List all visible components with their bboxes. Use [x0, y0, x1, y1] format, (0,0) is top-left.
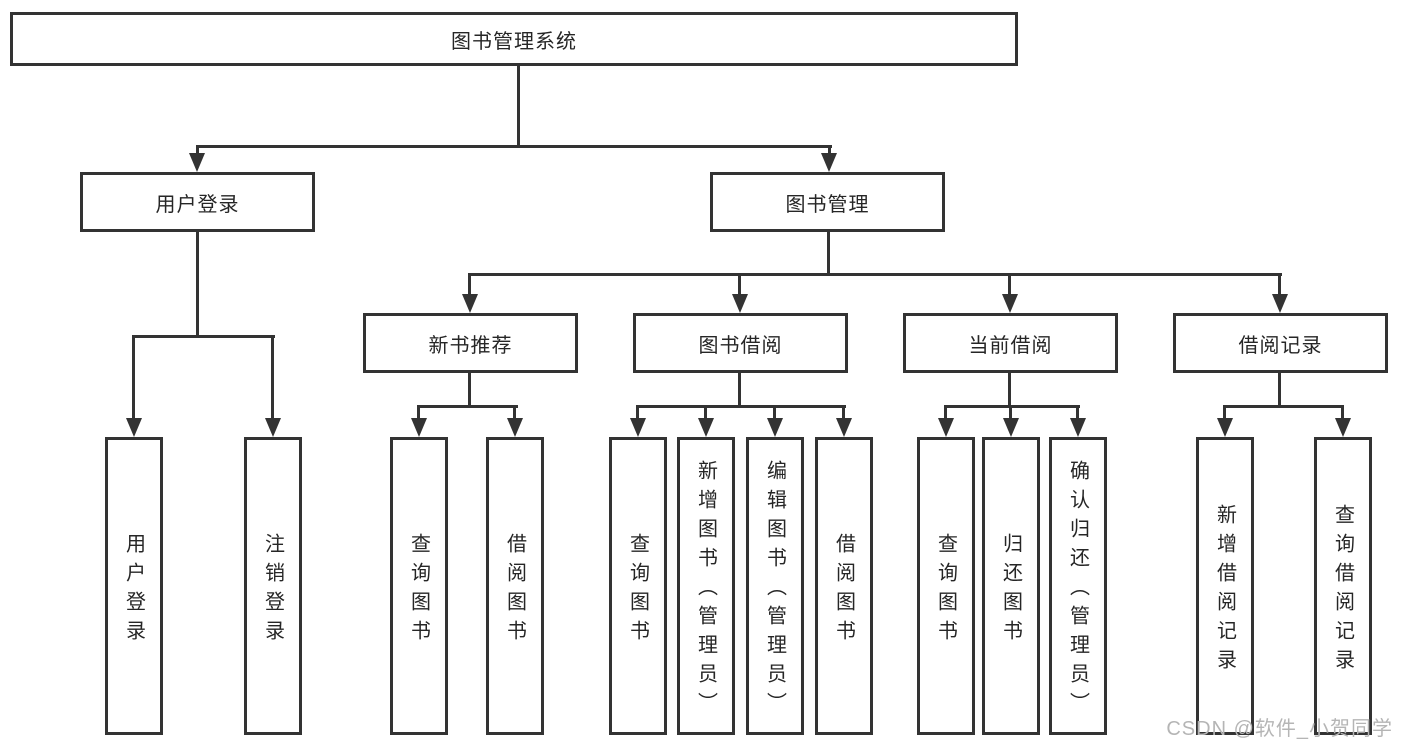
leaf-add-books-admin-label: 新增图书（管理员） — [694, 460, 717, 721]
connector-line — [513, 405, 516, 420]
arrowhead-down-icon — [1335, 418, 1351, 437]
arrowhead-down-icon — [265, 418, 281, 437]
connector-line — [1278, 273, 1281, 297]
node-new-book-recommendation: 新书推荐 — [363, 313, 578, 373]
leaf-add-borrow-record-label: 新增借阅记录 — [1213, 503, 1236, 678]
node-current-borrowing: 当前借阅 — [903, 313, 1118, 373]
connector-line — [1223, 405, 1226, 420]
leaf-query-books-current-label: 查询图书 — [934, 532, 957, 649]
connector-line — [271, 335, 274, 421]
connector-line — [132, 335, 135, 421]
arrowhead-down-icon — [411, 418, 427, 437]
leaf-borrow-books-recommend: 借阅图书 — [486, 437, 544, 735]
arrowhead-down-icon — [1272, 294, 1288, 313]
leaf-confirm-return-admin: 确认归还（管理员） — [1049, 437, 1107, 735]
arrowhead-down-icon — [1070, 418, 1086, 437]
node-user-login: 用户登录 — [80, 172, 315, 232]
leaf-logout-label: 注销登录 — [261, 532, 284, 649]
arrowhead-down-icon — [938, 418, 954, 437]
connector-line — [517, 66, 520, 146]
connector-line — [1008, 273, 1011, 297]
connector-line — [1223, 405, 1344, 408]
connector-line — [132, 335, 275, 338]
connector-line — [1009, 405, 1012, 420]
leaf-logout: 注销登录 — [244, 437, 302, 735]
leaf-add-books-admin: 新增图书（管理员） — [677, 437, 735, 735]
node-book-borrowing: 图书借阅 — [633, 313, 848, 373]
connector-line — [417, 405, 518, 408]
connector-line — [1008, 371, 1011, 407]
leaf-user-login: 用户登录 — [105, 437, 163, 735]
connector-line — [704, 405, 707, 420]
connector-line — [842, 405, 845, 420]
arrowhead-down-icon — [1003, 418, 1019, 437]
leaf-query-books-borrowing-label: 查询图书 — [626, 532, 649, 649]
arrowhead-down-icon — [189, 153, 205, 172]
leaf-query-borrow-record: 查询借阅记录 — [1314, 437, 1372, 735]
connector-line — [1341, 405, 1344, 420]
leaf-query-books-recommend-label: 查询图书 — [407, 532, 430, 649]
connector-line — [636, 405, 639, 420]
connector-line — [468, 273, 471, 297]
arrowhead-down-icon — [630, 418, 646, 437]
connector-line — [738, 371, 741, 407]
connector-line — [828, 145, 831, 157]
leaf-borrow-books-recommend-label: 借阅图书 — [503, 532, 526, 649]
connector-line — [196, 145, 832, 148]
connector-line — [417, 405, 420, 420]
watermark: CSDN @软件_小贺同学 — [1166, 718, 1393, 740]
leaf-edit-books-admin: 编辑图书（管理员） — [746, 437, 804, 735]
connector-line — [827, 230, 830, 275]
arrowhead-down-icon — [821, 153, 837, 172]
connector-line — [738, 273, 741, 297]
arrowhead-down-icon — [698, 418, 714, 437]
connector-line — [196, 230, 199, 337]
leaf-edit-books-admin-label: 编辑图书（管理员） — [763, 460, 786, 721]
connector-line — [1278, 371, 1281, 407]
connector-line — [944, 405, 1080, 408]
leaf-query-books-borrowing: 查询图书 — [609, 437, 667, 735]
arrowhead-down-icon — [507, 418, 523, 437]
arrowhead-down-icon — [732, 294, 748, 313]
connector-line — [636, 405, 846, 408]
connector-line — [1076, 405, 1079, 420]
leaf-borrow-books-borrowing-label: 借阅图书 — [832, 532, 855, 649]
node-borrowing-records: 借阅记录 — [1173, 313, 1388, 373]
leaf-query-books-current: 查询图书 — [917, 437, 975, 735]
arrowhead-down-icon — [767, 418, 783, 437]
leaf-query-books-recommend: 查询图书 — [390, 437, 448, 735]
connector-line — [468, 371, 471, 407]
leaf-add-borrow-record: 新增借阅记录 — [1196, 437, 1254, 735]
leaf-query-borrow-record-label: 查询借阅记录 — [1331, 503, 1354, 678]
leaf-user-login-label: 用户登录 — [122, 532, 145, 649]
connector-line — [196, 145, 199, 157]
connector-line — [944, 405, 947, 420]
arrowhead-down-icon — [836, 418, 852, 437]
leaf-return-books-label: 归还图书 — [999, 532, 1022, 649]
arrowhead-down-icon — [1217, 418, 1233, 437]
arrowhead-down-icon — [462, 294, 478, 313]
arrowhead-down-icon — [1002, 294, 1018, 313]
leaf-return-books: 归还图书 — [982, 437, 1040, 735]
leaf-borrow-books-borrowing: 借阅图书 — [815, 437, 873, 735]
node-library-system: 图书管理系统 — [10, 12, 1018, 66]
connector-line — [468, 273, 1282, 276]
arrowhead-down-icon — [126, 418, 142, 437]
connector-line — [773, 405, 776, 420]
node-book-management: 图书管理 — [710, 172, 945, 232]
leaf-confirm-return-admin-label: 确认归还（管理员） — [1066, 460, 1089, 721]
